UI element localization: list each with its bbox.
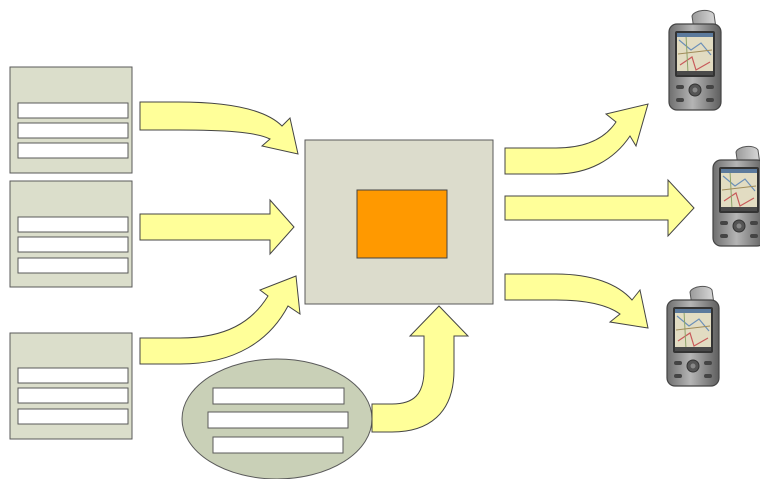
center-core bbox=[357, 190, 447, 258]
arrow-form2-to-center bbox=[140, 200, 294, 254]
source-form-1 bbox=[10, 67, 132, 173]
arrow-center-to-device-1 bbox=[505, 104, 648, 174]
arrow-form1-to-center bbox=[140, 102, 298, 154]
form-field bbox=[213, 388, 344, 404]
center-hub bbox=[305, 140, 493, 304]
form-field bbox=[208, 412, 348, 428]
form-field bbox=[18, 103, 128, 118]
handheld-gps-device-icon bbox=[669, 10, 721, 110]
arrow-center-to-device-3 bbox=[505, 274, 648, 328]
handheld-gps-device-icon bbox=[713, 146, 760, 246]
handheld-gps-device-icon bbox=[667, 286, 719, 386]
arrow-form3-to-center bbox=[140, 276, 300, 364]
form-field bbox=[18, 388, 128, 403]
form-field bbox=[18, 237, 128, 252]
form-field bbox=[18, 123, 128, 138]
form-field bbox=[18, 409, 128, 424]
form-field bbox=[18, 368, 128, 383]
form-field bbox=[18, 217, 128, 232]
source-form-3 bbox=[10, 333, 132, 439]
form-field bbox=[18, 143, 128, 158]
form-field bbox=[18, 258, 128, 273]
form-field bbox=[213, 437, 343, 453]
source-form-2 bbox=[10, 181, 132, 287]
arrow-ellipse-to-center bbox=[372, 306, 468, 432]
source-ellipse-form bbox=[182, 359, 372, 479]
arrow-center-to-device-2 bbox=[505, 180, 694, 236]
